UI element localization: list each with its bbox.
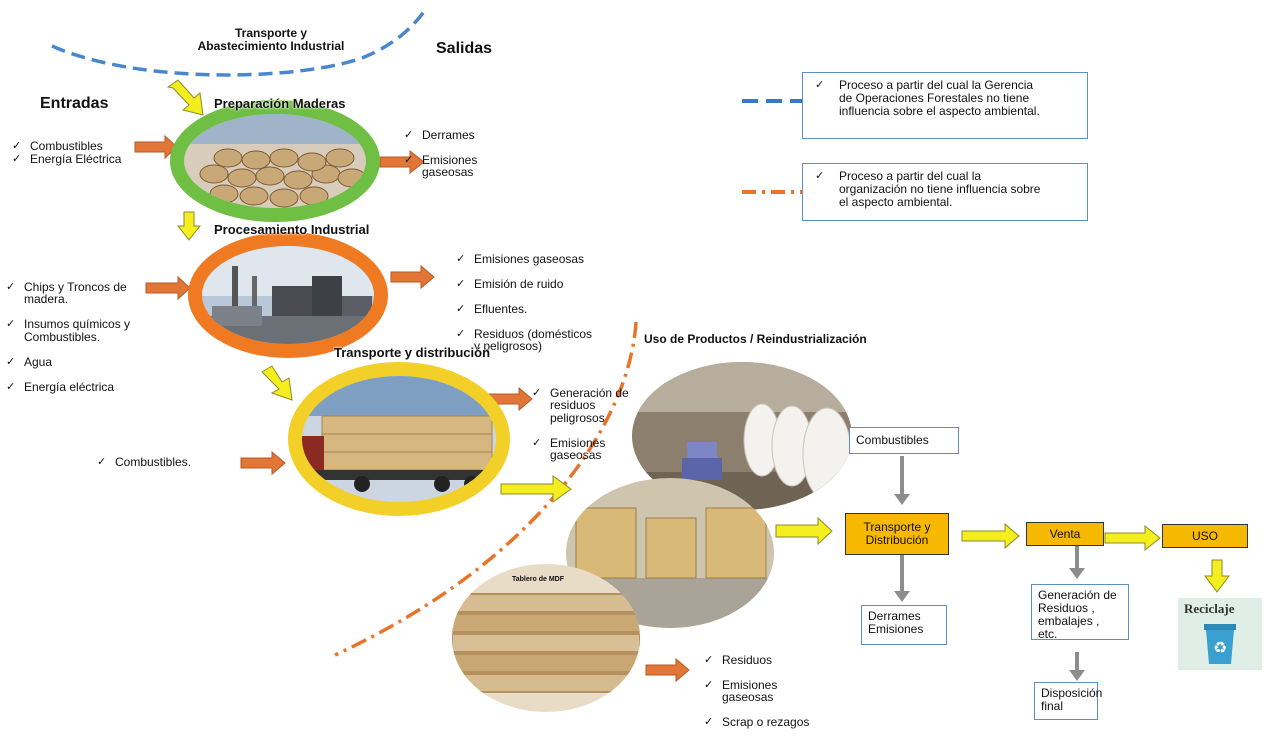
list-item: Emisiones gaseosas	[452, 252, 592, 266]
wood-prep-outputs: Derrames Emisiones gaseosas	[400, 116, 477, 191]
transport-distribution-outputs: Generación de residuos peligrosos Emisio…	[528, 374, 629, 474]
blue-dashed-boundary	[51, 9, 427, 77]
list-item: Generación de residuos peligrosos	[528, 386, 629, 425]
truck-photo	[302, 376, 496, 502]
list-item: Residuos (domésticos y peligrosos)	[452, 327, 592, 353]
industrial-processing-inputs: Chips y Troncos de madera. Insumos quími…	[2, 268, 130, 406]
arrow-mdf-out	[645, 657, 690, 683]
transport-distribution-inputs: Combustibles.	[93, 456, 191, 469]
list-item: Energía eléctrica	[2, 380, 130, 394]
stage-title-industrial-processing: Procesamiento Industrial	[214, 222, 370, 237]
recycling-label: Reciclaje	[1184, 601, 1235, 616]
legend-text: Proceso a partir del cual la organizació…	[839, 169, 1041, 209]
arrow-trans-in	[240, 450, 286, 476]
arrow-to-transport-box	[775, 516, 833, 546]
sale-box: Venta	[1026, 522, 1104, 546]
heading-use-reindustrialization: Uso de Productos / Reindustrialización	[644, 332, 867, 346]
list-item: Energía Eléctrica	[8, 152, 121, 166]
stage-title-transport-distribution: Transporte y distribución	[334, 345, 491, 360]
legend-text: Proceso a partir del cual la Gerencia de…	[839, 78, 1040, 118]
wood-prep-ring	[170, 100, 380, 222]
mdf-board-photo: Tablero de MDF	[452, 564, 640, 712]
log-pile-photo	[184, 114, 366, 208]
fuel-box: Combustibles	[849, 427, 959, 454]
arrow-to-processing	[176, 211, 202, 241]
list-item: Insumos químicos y Combustibles.	[2, 318, 130, 343]
industrial-processing-outputs: Emisiones gaseosas Emisión de ruido Eflu…	[452, 240, 592, 365]
transport-distribution-ring	[288, 362, 510, 516]
arrow-to-use-box	[1104, 524, 1161, 552]
gray-connectors	[894, 456, 1085, 681]
mdf-label: Tablero de MDF	[512, 576, 564, 583]
list-item: Emisiones gaseosas	[400, 153, 477, 179]
legend-item-orange: ✓ Proceso a partir del cual la organizac…	[802, 163, 1088, 221]
arrow-to-recycling	[1204, 559, 1230, 593]
list-item: Residuos	[700, 653, 809, 667]
list-item: Combustibles	[8, 140, 121, 153]
heading-outputs: Salidas	[436, 40, 493, 57]
list-item: Emisiones gaseosas	[700, 678, 809, 704]
spills-emissions-box: Derrames Emisiones	[861, 605, 947, 645]
industrial-processing-ring	[188, 232, 388, 358]
recycling-icon: Reciclaje ♻	[1178, 598, 1262, 670]
arrow-proc-in	[145, 275, 191, 301]
stage-title-wood-prep: Preparación Maderas	[214, 96, 346, 111]
svg-text:♻: ♻	[1213, 638, 1227, 657]
factory-photo	[202, 246, 374, 344]
mdf-outputs: Residuos Emisiones gaseosas Scrap o reza…	[700, 641, 809, 741]
arrow-to-sale	[961, 522, 1020, 550]
list-item: Emisión de ruido	[452, 277, 592, 291]
check-icon: ✓	[815, 79, 825, 91]
waste-generation-box: Generación de Residuos , embalajes , etc…	[1031, 584, 1129, 641]
list-item: Efluentes.	[452, 302, 592, 316]
list-item: Chips y Troncos de madera.	[2, 280, 130, 306]
list-item: Combustibles.	[93, 456, 191, 469]
transport-distribution-box: Transporte y Distribución	[845, 513, 949, 555]
wood-prep-inputs: Combustibles Energía Eléctrica	[8, 140, 121, 165]
yellow-arrows	[166, 79, 1230, 593]
use-box: USO	[1162, 524, 1248, 548]
recycle-bin-icon: ♻	[1204, 624, 1236, 664]
check-icon: ✓	[815, 170, 825, 182]
arrow-to-prep	[166, 79, 204, 116]
arrow-to-use	[500, 475, 572, 503]
final-disposal-box: Disposición final	[1034, 682, 1102, 720]
list-item: Derrames	[400, 128, 477, 142]
arrow-to-transport	[261, 365, 293, 401]
heading-transport-supply: Transporte y Abastecimiento Industrial	[197, 26, 345, 53]
arrow-proc-out	[390, 264, 435, 290]
heading-inputs: Entradas	[40, 95, 109, 112]
list-item: Agua	[2, 355, 130, 369]
legend-item-blue: ✓ Proceso a partir del cual la Gerencia …	[802, 72, 1088, 139]
list-item: Scrap o rezagos	[700, 716, 809, 729]
list-item: Emisiones gaseosas	[528, 436, 629, 462]
